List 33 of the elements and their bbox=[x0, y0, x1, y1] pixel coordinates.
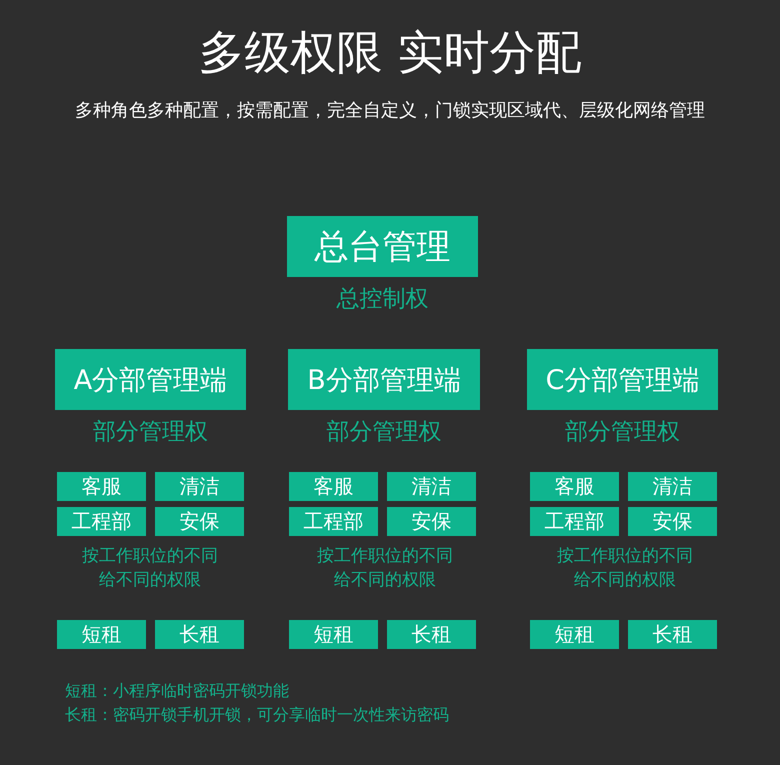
subtitle: 多种角色多种配置，按需配置，完全自定义，门锁实现区域代、层级化网络管理 bbox=[74, 99, 706, 123]
caption-text: 部分管理权 bbox=[564, 418, 681, 447]
caption-text: 总控制权 bbox=[336, 285, 430, 314]
note-text: 按工作职位的不同给不同的权限 bbox=[556, 545, 694, 592]
role-box: 短租 bbox=[530, 620, 619, 649]
role-box: 安保 bbox=[155, 507, 244, 536]
role-box: 长租 bbox=[628, 620, 717, 649]
title: 多级权限 实时分配 bbox=[198, 24, 582, 81]
note-text: 按工作职位的不同给不同的权限 bbox=[81, 545, 219, 592]
branch-box: A分部管理端 bbox=[55, 349, 246, 410]
role-box: 清洁 bbox=[387, 472, 476, 501]
caption-text: 部分管理权 bbox=[326, 418, 442, 447]
role-box: 长租 bbox=[387, 620, 476, 649]
caption-text: 部分管理权 bbox=[92, 418, 209, 447]
main-box: 总台管理 bbox=[287, 216, 478, 277]
role-box: 安保 bbox=[628, 507, 717, 536]
role-box: 短租 bbox=[57, 620, 146, 649]
branch-box: C分部管理端 bbox=[527, 349, 718, 410]
role-box: 客服 bbox=[57, 472, 146, 501]
role-box: 工程部 bbox=[289, 507, 378, 536]
role-box: 长租 bbox=[155, 620, 244, 649]
role-box: 工程部 bbox=[530, 507, 619, 536]
role-box: 客服 bbox=[530, 472, 619, 501]
role-box: 清洁 bbox=[628, 472, 717, 501]
role-box: 短租 bbox=[289, 620, 378, 649]
role-box: 清洁 bbox=[155, 472, 244, 501]
footnote: 长租：密码开锁手机开锁，可分享临时一次性来访密码 bbox=[65, 704, 450, 726]
role-box: 客服 bbox=[289, 472, 378, 501]
branch-box: B分部管理端 bbox=[288, 349, 480, 410]
footnote: 短租：小程序临时密码开锁功能 bbox=[65, 680, 290, 702]
role-box: 安保 bbox=[387, 507, 476, 536]
role-box: 工程部 bbox=[57, 507, 146, 536]
note-text: 按工作职位的不同给不同的权限 bbox=[316, 545, 454, 592]
